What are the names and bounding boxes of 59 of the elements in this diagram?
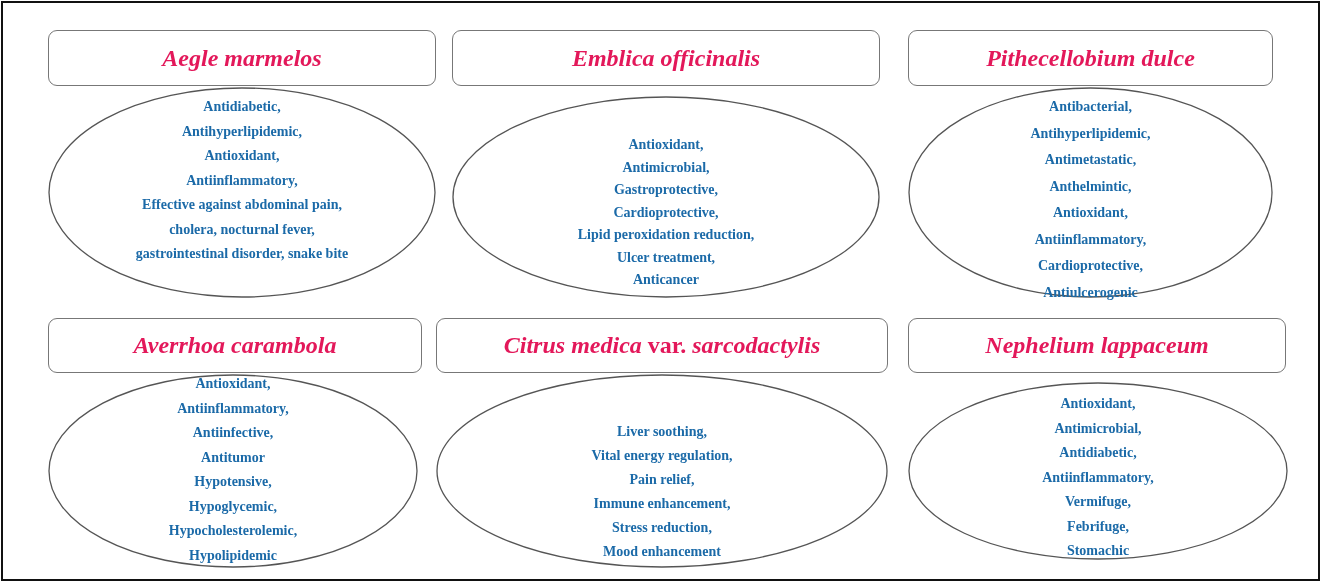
effect-text: Antiinfective, [192,424,274,442]
effect-text: Antidiabetic, [203,98,281,116]
species-name: Nephelium lappaceum [985,332,1209,359]
effect-text: Vermifuge, [1065,493,1131,511]
species-name: Averrhoa carambola [133,332,337,359]
effect-text: Cardioprotective, [613,203,719,222]
ellipse [908,382,1288,560]
species-name: Emblica officinalis [571,44,761,72]
ellipse [452,96,880,298]
effect-text: Vital energy regulation, [591,447,733,465]
ellipse [908,87,1273,298]
title-box [48,318,422,373]
effect-text: Antiinflammatory, [1034,230,1147,249]
effect-text: Pain relief, [629,471,695,489]
effect-text: Antibacterial, [1049,98,1132,116]
effect-text: Stomachic [1066,542,1130,560]
effect-text: Lipid peroxidation reduction, [577,226,755,244]
effect-text: Antioxidant, [204,147,280,165]
effect-text: Antiulcerogenic [1043,283,1138,302]
effect-text: Antioxidant, [1060,395,1136,413]
effect-text: Cardioprotective, [1037,257,1144,275]
effect-text: Antihyperlipidemic, [1030,124,1151,143]
effect-text: Hypocholesterolemic, [168,522,298,540]
effect-text: Antiinflammatory, [186,171,298,190]
effect-text: Antitumor [201,448,265,467]
effect-text: Antioxidant, [195,375,271,393]
species-name: Aegle marmelos [162,44,322,72]
ellipse [48,87,436,298]
effect-text: Hypoglycemic, [188,497,278,516]
effect-text: Antidiabetic, [1059,444,1137,462]
effect-text: Mood enhancement [603,543,721,561]
effect-text: Antimicrobial, [1054,419,1142,438]
effect-text: Immune enhancement, [593,495,731,513]
effect-text: Hypolipidemic [189,546,277,565]
effect-text: Ulcer treatment, [616,248,716,267]
effect-text: Febrifuge, [1067,517,1129,536]
species-name: Citrus medica var. sarcodactylis [503,332,821,359]
title-box [48,30,436,86]
effect-text: Anthelmintic, [1049,177,1132,196]
species-name: Pithecellobium dulce [986,44,1195,72]
effect-text: Antioxidant, [628,136,704,154]
ellipse [48,374,418,568]
effect-text: Anticancer [632,271,700,289]
effect-text: Antiinflammatory, [177,399,289,418]
title-box [908,30,1273,86]
title-box [908,318,1286,373]
title-box [452,30,880,86]
effect-text: Gastroprotective, [613,181,719,199]
effect-text: Effective against abdominal pain, cholera, nocturnal fever, gastrointestinal disorder, snake bite [134,196,350,263]
title-box [436,318,888,373]
effect-text: Antimicrobial, [622,158,710,177]
effect-text: Stress reduction, [612,519,712,537]
effect-text: Liver soothing, [617,423,707,441]
effect-text: Antioxidant, [1052,204,1129,222]
effect-text: Hypotensive, [194,473,272,491]
ellipse [436,374,888,568]
effect-text: Antiinflammatory, [1042,468,1154,487]
effect-text: Antimetastatic, [1044,151,1137,169]
effect-text: Antihyperlipidemic, [181,122,303,141]
